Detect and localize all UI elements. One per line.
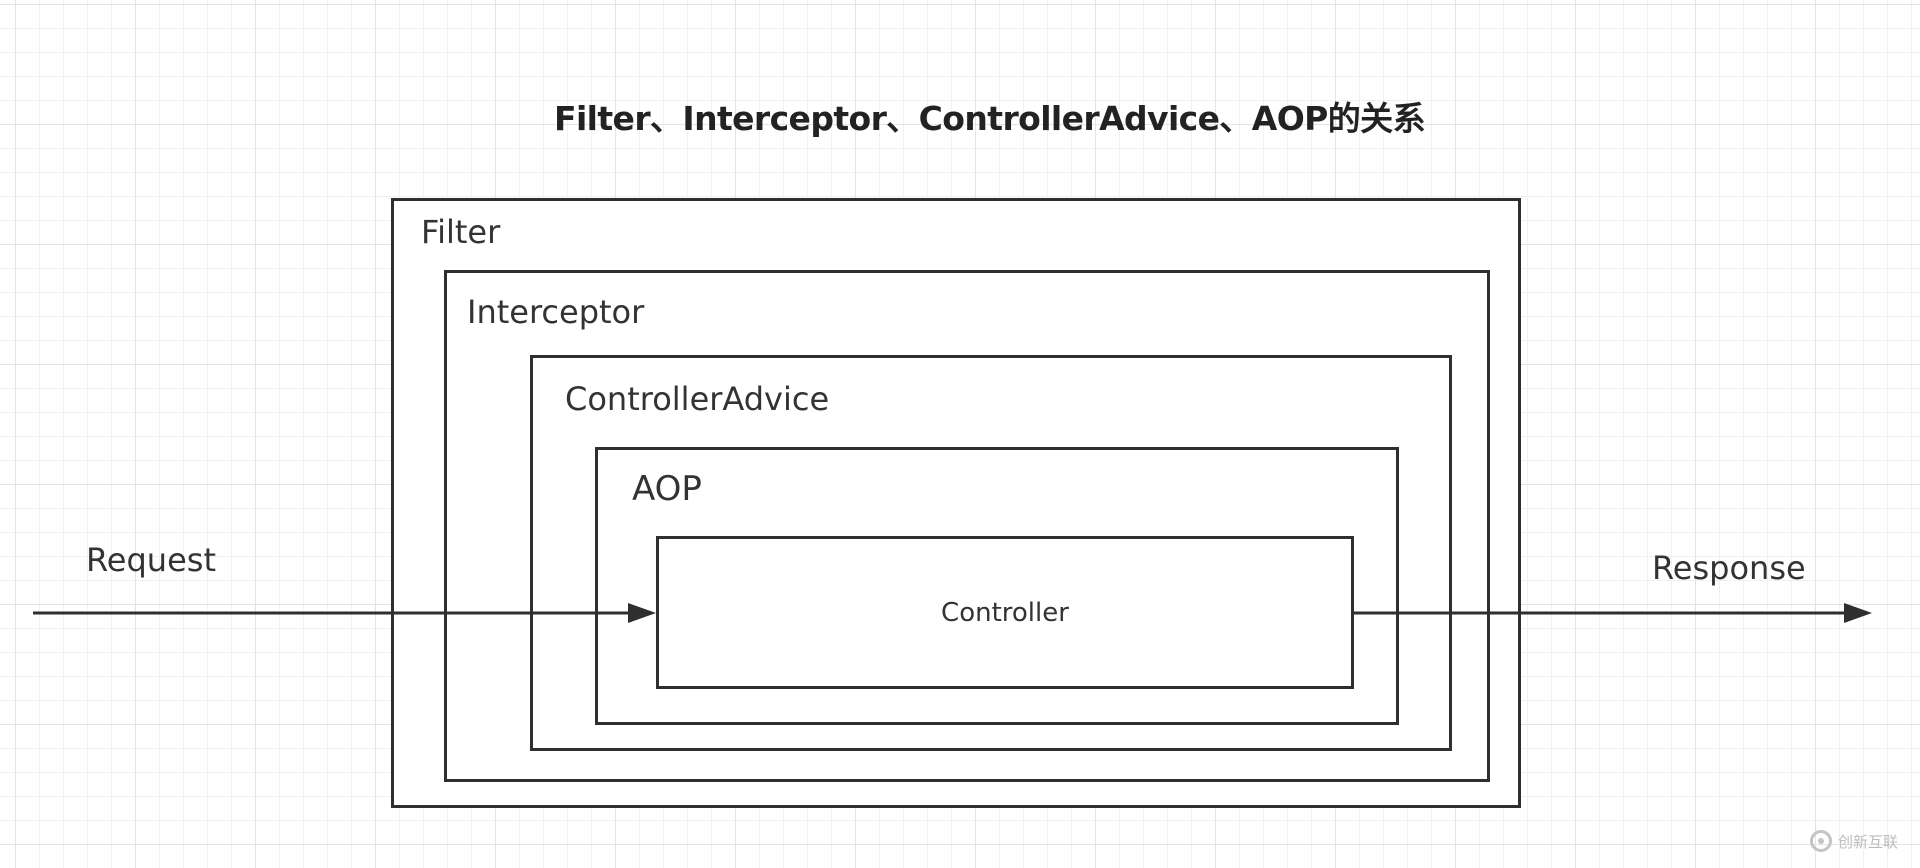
controller-label: Controller xyxy=(941,598,1069,628)
response-arrowhead-icon xyxy=(1844,603,1872,623)
interceptor-label: Interceptor xyxy=(467,293,645,331)
response-label: Response xyxy=(1652,549,1806,587)
controller-advice-label: ControllerAdvice xyxy=(565,380,830,418)
watermark: 创新互联 xyxy=(1809,830,1898,852)
aop-label: AOP xyxy=(632,469,702,509)
filter-label: Filter xyxy=(421,213,501,251)
watermark-text: 创新互联 xyxy=(1837,832,1898,851)
controller-box xyxy=(656,536,1354,689)
request-label: Request xyxy=(86,541,216,579)
logo-icon xyxy=(1809,830,1832,852)
diagram-title: Filter、Interceptor、ControllerAdvice、AOP的… xyxy=(554,99,1426,138)
